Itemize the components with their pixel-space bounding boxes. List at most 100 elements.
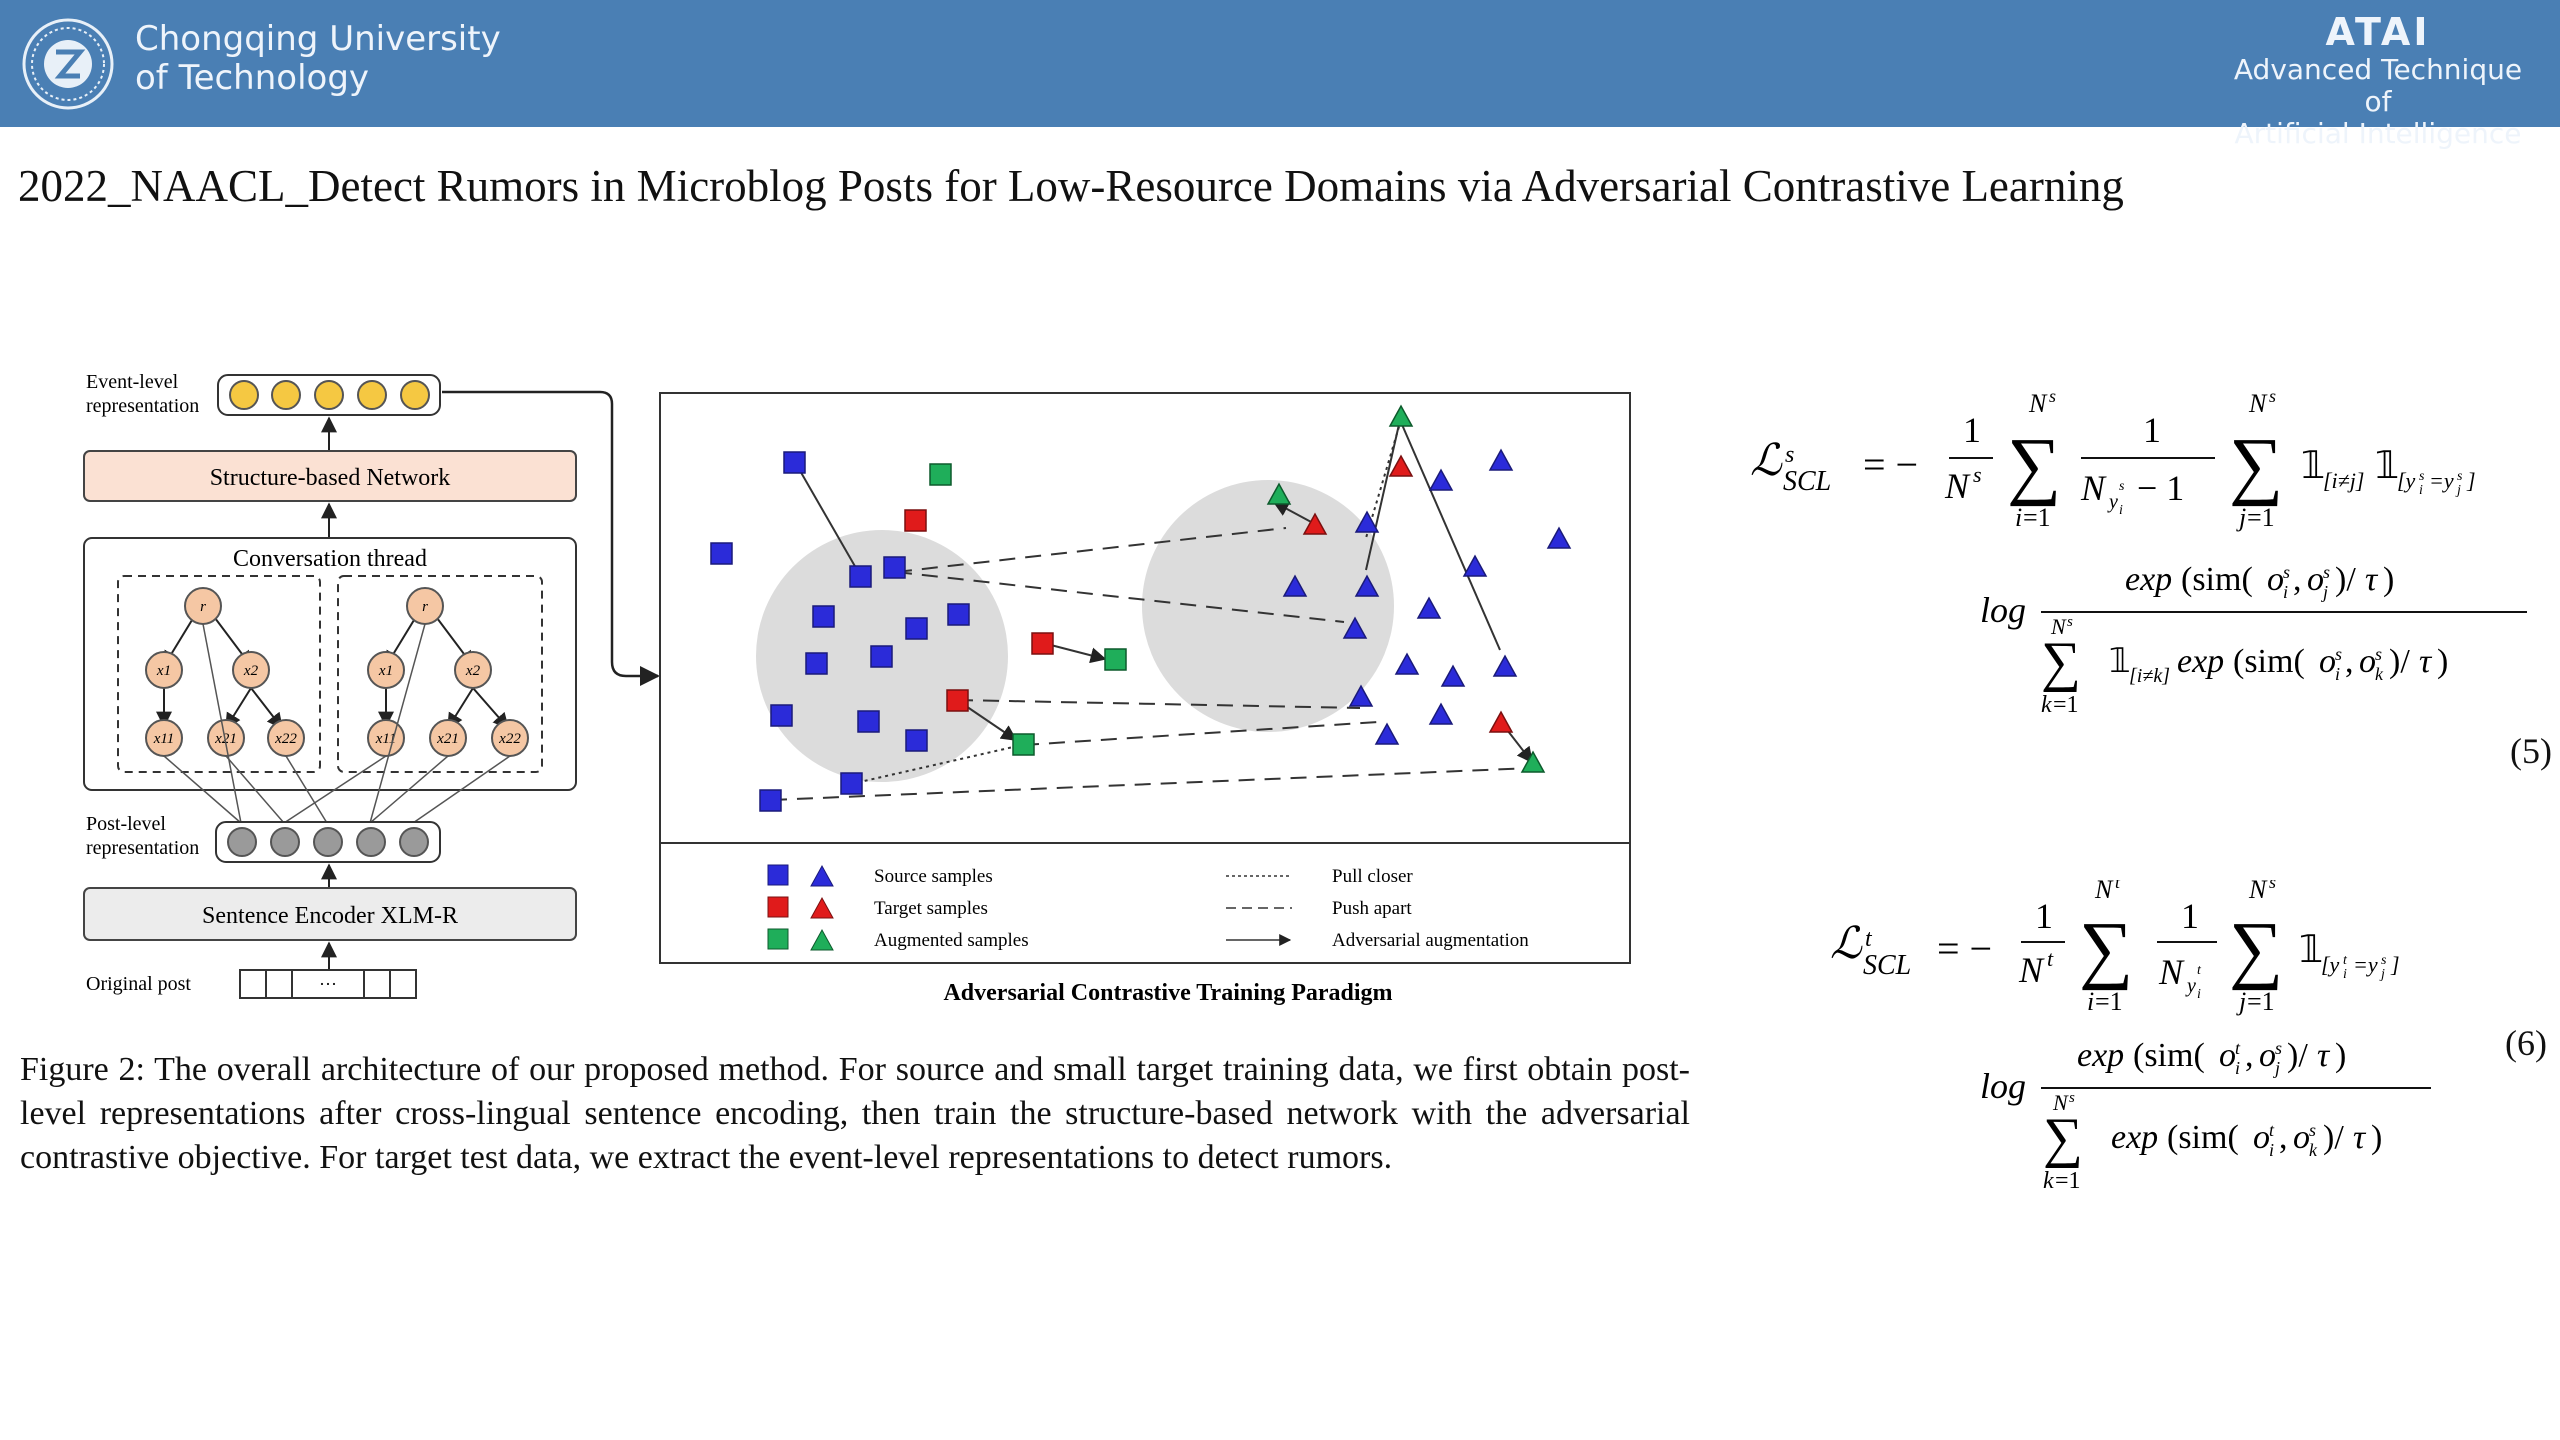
legend-source: Source samples xyxy=(874,866,993,887)
post-level-nodes xyxy=(227,827,429,857)
svg-text:= −: = − xyxy=(1863,442,1918,487)
svg-text:)/: )/ xyxy=(2287,1037,2308,1074)
svg-text:)/: )/ xyxy=(2335,561,2356,598)
svg-text:N: N xyxy=(2248,390,2268,418)
svg-text:i: i xyxy=(2335,664,2340,684)
svg-text:τ: τ xyxy=(2365,561,2379,598)
svg-text:t: t xyxy=(2235,1038,2241,1058)
svg-text:k: k xyxy=(2043,1168,2054,1194)
architecture-figure: Event-level representation Structure-bas… xyxy=(83,371,1631,1006)
augmented-sample-squares xyxy=(929,463,1127,756)
svg-text:ℒ: ℒ xyxy=(1750,436,1783,485)
svg-text:y: y xyxy=(2107,491,2118,513)
svg-text:N: N xyxy=(1944,466,1971,506)
svg-text:j: j xyxy=(2455,483,2461,498)
lab-subtitle-line2: Artificial Intelligence xyxy=(2234,117,2522,150)
header-bar: Chongqing University of Technology ATAI … xyxy=(0,0,2560,150)
svg-text:o: o xyxy=(2319,643,2336,680)
svg-text:[y: [y xyxy=(2397,468,2416,493)
svg-text:k: k xyxy=(2041,692,2052,718)
svg-text:s: s xyxy=(2323,562,2330,582)
lab-name: ATAI xyxy=(2325,10,2431,54)
svg-text:)/: )/ xyxy=(2389,643,2410,680)
svg-text:1: 1 xyxy=(2035,896,2053,936)
svg-text:): ) xyxy=(2371,1119,2382,1156)
svg-text:s: s xyxy=(2381,953,2387,968)
legend-augmented: Augmented samples xyxy=(874,930,1029,951)
conversation-thread-label: Conversation thread xyxy=(233,546,427,572)
svg-text:1: 1 xyxy=(2143,410,2161,450)
structure-network-box xyxy=(83,450,577,502)
svg-text:t: t xyxy=(2269,1120,2275,1140)
svg-text:=1: =1 xyxy=(2247,987,2275,1016)
svg-text:s: s xyxy=(2375,644,2382,664)
svg-text:∑: ∑ xyxy=(2229,423,2283,507)
equation-6-number: (6) xyxy=(2505,1023,2547,1063)
lab-logo: ATAI Advanced Technique of Artificial In… xyxy=(2218,10,2538,150)
svg-text:s: s xyxy=(2119,479,2125,494)
university-logo-icon xyxy=(22,18,114,110)
svg-text:o: o xyxy=(2253,1119,2270,1156)
lab-subtitle-line1: Advanced Technique of xyxy=(2233,53,2523,118)
svg-text:𝟙: 𝟙 xyxy=(2109,643,2131,680)
svg-text:i: i xyxy=(2283,582,2288,602)
node-x21-2: x21 xyxy=(436,731,459,747)
svg-text:t: t xyxy=(2047,946,2054,971)
svg-text:): ) xyxy=(2383,561,2394,598)
svg-text:𝟙: 𝟙 xyxy=(2299,929,2323,971)
svg-text:s: s xyxy=(1973,462,1982,487)
node-x1-2: x1 xyxy=(378,663,393,679)
svg-text:i: i xyxy=(2269,1140,2274,1160)
figure-caption: Figure 2: The overall architecture of ou… xyxy=(20,1051,1690,1176)
svg-text:s: s xyxy=(2269,880,2276,892)
svg-text:(sim(: (sim( xyxy=(2167,1119,2239,1156)
node-x2-1: x2 xyxy=(243,663,259,679)
svg-text:[y: [y xyxy=(2321,952,2340,977)
svg-text:): ) xyxy=(2437,643,2448,680)
svg-text:k: k xyxy=(2309,1140,2318,1160)
svg-text:=1: =1 xyxy=(2095,987,2123,1016)
university-name-line2: of Technology xyxy=(135,58,370,98)
target-sample-triangles xyxy=(1302,454,1514,733)
svg-text:s: s xyxy=(2419,469,2425,484)
svg-text:o: o xyxy=(2267,561,2284,598)
svg-text:o: o xyxy=(2219,1037,2236,1074)
svg-text:N: N xyxy=(2052,1090,2069,1115)
svg-text:o: o xyxy=(2307,561,2324,598)
svg-text:i: i xyxy=(2015,503,2022,532)
svg-text:N: N xyxy=(2080,468,2107,508)
svg-text:): ) xyxy=(2335,1037,2346,1074)
equation-5-number: (5) xyxy=(2510,731,2552,771)
svg-text:exp: exp xyxy=(2111,1119,2158,1156)
event-level-label-2: representation xyxy=(86,395,199,417)
svg-text:(sim(: (sim( xyxy=(2233,643,2305,680)
page-title: 2022_NAACL_Detect Rumors in Microblog Po… xyxy=(18,161,2124,211)
svg-text:[i≠j]: [i≠j] xyxy=(2323,468,2364,493)
svg-text:s: s xyxy=(2069,1090,2075,1106)
svg-text:s: s xyxy=(2067,614,2073,630)
svg-text:i: i xyxy=(2087,987,2094,1016)
target-sample-squares xyxy=(904,509,1054,712)
svg-text:exp: exp xyxy=(2125,561,2172,598)
svg-text:j: j xyxy=(2321,582,2328,602)
svg-text:o: o xyxy=(2293,1119,2310,1156)
sentence-encoder-label: Sentence Encoder XLM-R xyxy=(202,903,458,929)
svg-text:···: ··· xyxy=(319,974,337,994)
svg-text:s: s xyxy=(1785,442,1794,468)
svg-text:s: s xyxy=(2309,1120,2316,1140)
svg-text:SCL: SCL xyxy=(1783,466,1831,497)
augmented-sample-triangles xyxy=(1266,404,1546,773)
svg-text:(sim(: (sim( xyxy=(2133,1037,2205,1074)
svg-text:N: N xyxy=(2094,880,2114,904)
university-name: Chongqing University of Technology xyxy=(135,20,501,98)
svg-text:t: t xyxy=(2197,963,2202,978)
svg-text:)/: )/ xyxy=(2323,1119,2344,1156)
structure-network-label: Structure-based Network xyxy=(210,465,451,491)
svg-text:exp: exp xyxy=(2077,1037,2124,1074)
svg-text:∑: ∑ xyxy=(2079,907,2133,991)
svg-text:j: j xyxy=(2236,987,2246,1016)
svg-text:i: i xyxy=(2343,967,2347,982)
svg-text:s: s xyxy=(2457,469,2463,484)
